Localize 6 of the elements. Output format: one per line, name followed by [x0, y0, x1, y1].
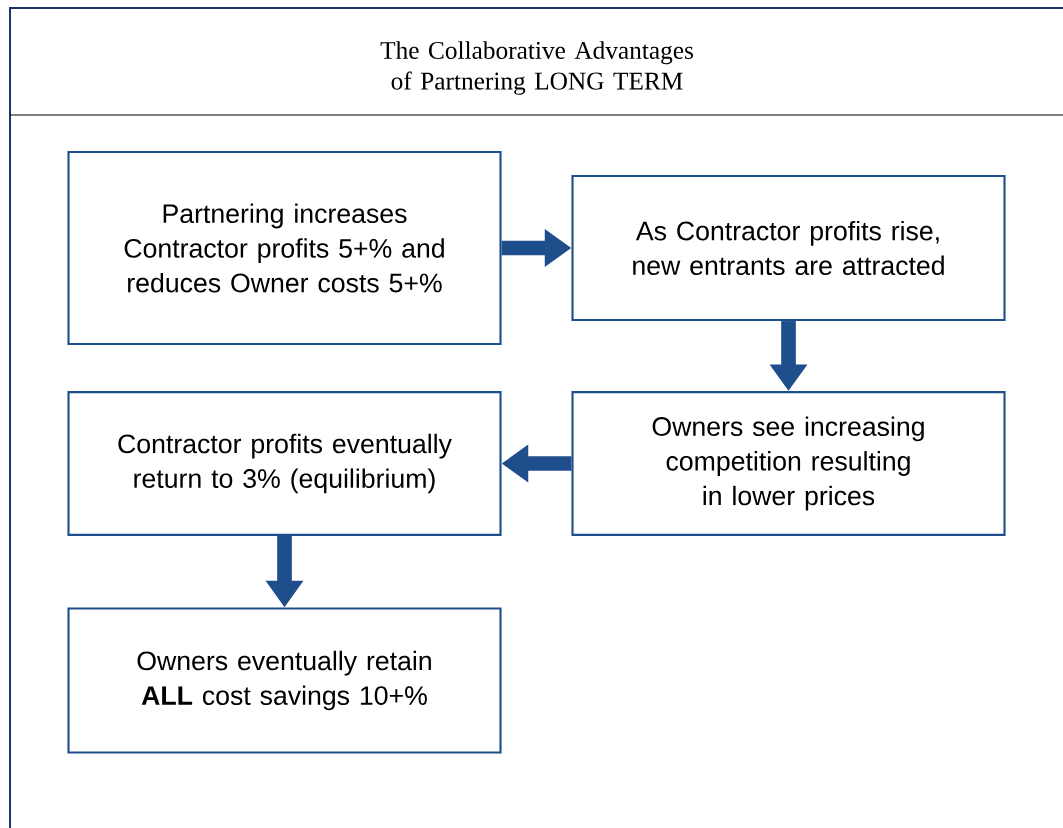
process-box: As Contractor profits rise, new entrants are attracted: [571, 174, 1006, 322]
process-box: Contractor profits eventually return to 3% (equilibrium): [67, 391, 502, 536]
process-box: Owners eventually retain ALL cost savings 10+%: [67, 607, 502, 754]
title: The Collaborative Advantages of Partnering LONG TERM: [380, 41, 693, 95]
process-box: Partnering increases Contractor profits 5+% and reduces Owner costs 5+%: [67, 150, 502, 346]
process-box: Owners see increasing competition resulting in lower prices: [571, 391, 1006, 536]
